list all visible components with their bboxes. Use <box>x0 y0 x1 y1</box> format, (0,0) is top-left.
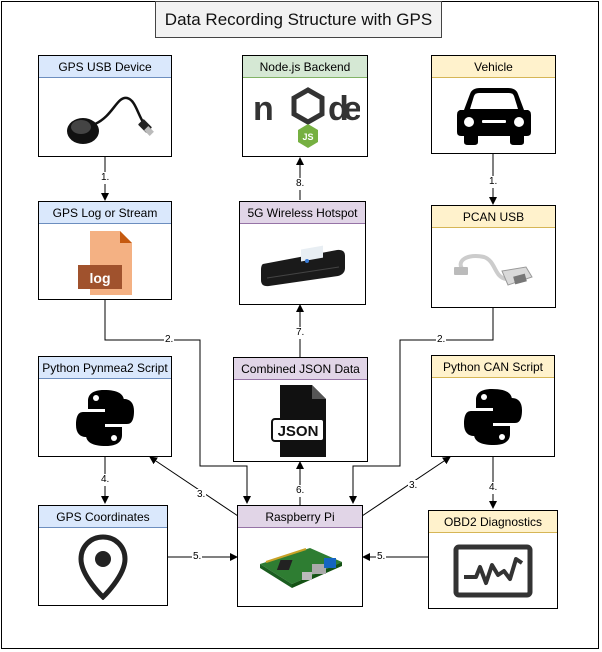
js-text: JS <box>302 132 313 142</box>
node-pcan-usb: PCAN USB <box>431 205 556 308</box>
python-logo-icon <box>432 378 554 456</box>
usb-gps-icon <box>39 78 171 156</box>
node-header: Raspberry Pi <box>238 506 362 528</box>
log-text: log <box>90 270 111 286</box>
raspberry-pi-board-icon <box>238 528 362 606</box>
node-header: Python CAN Script <box>432 356 554 378</box>
node-combined-json-data: Combined JSON Data JSON <box>233 357 368 462</box>
edge-label-5b: 5. <box>376 551 387 563</box>
pcan-adapter-icon <box>432 228 555 307</box>
edge-pi-to-pynmea <box>149 456 239 517</box>
python-logo-icon <box>39 379 171 456</box>
node-gps-usb-device: GPS USB Device <box>38 55 172 157</box>
edge-pcan-to-pi <box>349 308 494 504</box>
edge-label-6: 6. <box>295 485 306 497</box>
svg-text:e: e <box>343 90 360 128</box>
edge-label-4b: 4. <box>488 482 499 494</box>
node-vehicle: Vehicle <box>431 55 556 154</box>
svg-text:n: n <box>253 90 273 128</box>
edge-label-1a: 1. <box>100 172 111 184</box>
node-header: Node.js Backend <box>243 56 367 78</box>
node-raspberry-pi: Raspberry Pi <box>237 505 363 607</box>
node-header: 5G Wireless Hotspot <box>240 202 365 224</box>
diagram-title: Data Recording Structure with GPS <box>155 1 442 38</box>
log-file-icon: log <box>39 224 171 299</box>
edge-label-7: 7. <box>295 327 306 339</box>
svg-text:d: d <box>328 90 349 128</box>
node-python-can-script: Python CAN Script <box>431 355 555 457</box>
car-icon <box>432 78 555 153</box>
node-header: OBD2 Diagnostics <box>429 511 557 533</box>
edge-label-8: 8. <box>295 178 306 190</box>
json-text: JSON <box>277 423 318 440</box>
edge-label-2a: 2. <box>164 334 175 346</box>
node-gps-coordinates: GPS Coordinates <box>38 505 168 606</box>
edge-log-to-pi <box>104 300 251 504</box>
json-file-icon: JSON <box>234 380 367 461</box>
node-header: Combined JSON Data <box>234 358 367 380</box>
node-header: Python Pynmea2 Script <box>39 357 171 379</box>
node-header: GPS Log or Stream <box>39 202 171 224</box>
edge-label-5a: 5. <box>192 551 203 563</box>
node-header: GPS Coordinates <box>39 506 167 528</box>
hotspot-device-icon <box>240 224 365 304</box>
edge-label-1b: 1. <box>488 176 499 188</box>
node-header: Vehicle <box>432 56 555 78</box>
edge-label-3a: 3. <box>196 489 207 501</box>
monitor-chart-icon <box>429 533 557 608</box>
edge-pi-to-can-script <box>361 456 451 517</box>
node-nodejs-backend: Node.js Backend n d e JS <box>242 55 368 157</box>
edge-label-4a: 4. <box>100 474 111 486</box>
nodejs-logo-icon: n d e JS <box>243 78 367 156</box>
node-header: PCAN USB <box>432 206 555 228</box>
node-obd2-diagnostics: OBD2 Diagnostics <box>428 510 558 609</box>
node-python-pynmea2-script: Python Pynmea2 Script <box>38 356 172 457</box>
node-header: GPS USB Device <box>39 56 171 78</box>
edge-label-3b: 3. <box>408 480 419 492</box>
node-5g-hotspot: 5G Wireless Hotspot <box>239 201 366 305</box>
location-pin-icon <box>39 528 167 605</box>
edge-label-2b: 2. <box>436 334 447 346</box>
node-gps-log-stream: GPS Log or Stream log <box>38 201 172 300</box>
